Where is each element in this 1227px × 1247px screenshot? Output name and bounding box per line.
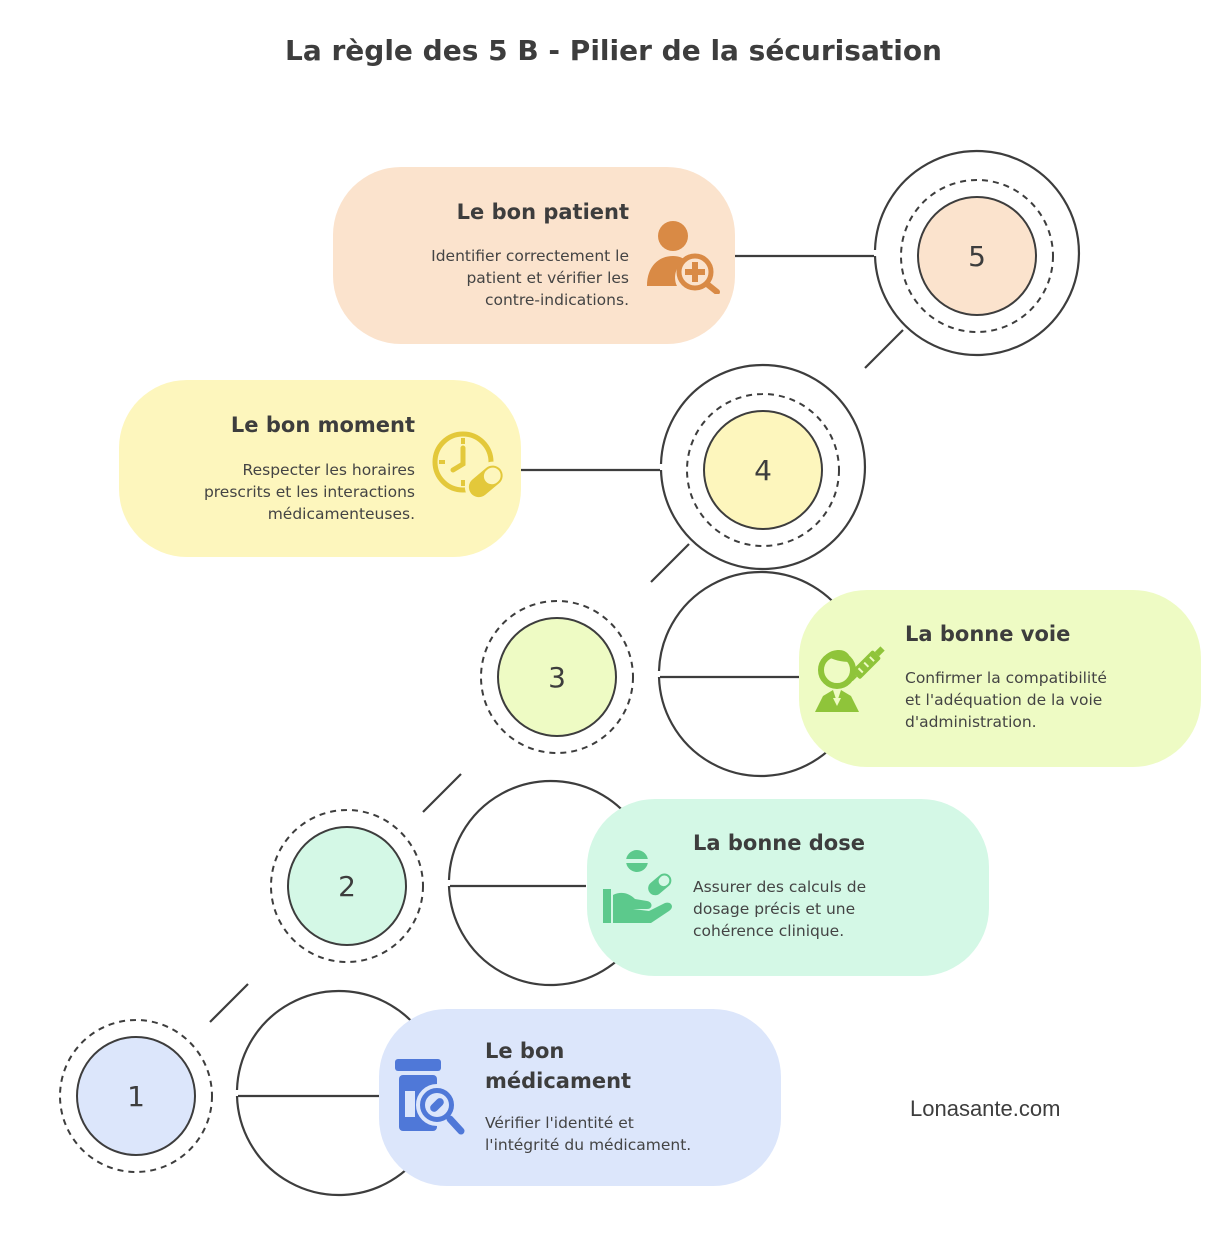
- card-title-1-line2: médicament: [485, 1069, 632, 1093]
- desc-line: cohérence clinique.: [693, 922, 845, 940]
- step-marker-5: 5: [735, 149, 1081, 357]
- desc-line: patient et vérifier les: [466, 269, 629, 287]
- card-step-3: La bonne voie Confirmer la compatibilité…: [799, 590, 1201, 767]
- step-number-3: 3: [548, 661, 566, 694]
- desc-line: Confirmer la compatibilité: [905, 669, 1107, 687]
- person-syringe-icon: [815, 646, 885, 712]
- desc-line: et l'adéquation de la voie: [905, 691, 1103, 709]
- step-number-5: 5: [968, 240, 986, 273]
- card-step-1: Le bon médicament Vérifier l'identité et…: [379, 1009, 781, 1186]
- card-desc-1: Vérifier l'identité et l'intégrité du mé…: [485, 1112, 775, 1156]
- desc-line: Vérifier l'identité et: [485, 1114, 634, 1132]
- step-number-1: 1: [127, 1080, 145, 1113]
- card-title-3: La bonne voie: [905, 622, 1071, 646]
- step-marker-1: 1: [59, 989, 443, 1197]
- card-title-5: Le bon patient: [456, 200, 629, 224]
- card-desc-3: Confirmer la compatibilité et l'adéquati…: [905, 667, 1195, 733]
- hand-pills-icon: [603, 850, 672, 923]
- card-step-4: Le bon moment Respecter les horaires pre…: [119, 380, 521, 557]
- desc-line: dosage précis et une: [693, 900, 856, 918]
- card-step-5: Le bon patient Identifier correctement l…: [333, 167, 735, 344]
- step-marker-3: 3: [480, 570, 865, 778]
- card-desc-2: Assurer des calculs de dosage précis et …: [693, 876, 983, 942]
- desc-line: Assurer des calculs de: [693, 878, 867, 896]
- step-number-4: 4: [754, 454, 772, 487]
- card-title-2: La bonne dose: [693, 831, 865, 855]
- desc-line: Identifier correctement le: [431, 247, 629, 265]
- card-desc-5: Identifier correctement le patient et vé…: [339, 245, 629, 311]
- desc-line: l'intégrité du médicament.: [485, 1136, 692, 1154]
- step-marker-4: 4: [520, 363, 867, 571]
- card-title-1-line1: Le bon: [485, 1039, 565, 1063]
- desc-line: prescrits et les interactions: [203, 483, 415, 501]
- desc-line: médicamenteuses.: [267, 505, 415, 523]
- clock-pill-icon: [432, 431, 507, 502]
- card-step-2: La bonne dose Assurer des calculs de dos…: [587, 799, 989, 976]
- card-title-4: Le bon moment: [230, 413, 415, 437]
- pill-bottle-search-icon: [395, 1059, 465, 1135]
- step-number-2: 2: [338, 870, 356, 903]
- desc-line: Respecter les horaires: [242, 461, 415, 479]
- brand-watermark: Lonasante.com: [910, 1096, 1061, 1121]
- desc-line: contre-indications.: [484, 291, 629, 309]
- card-title-1: Le bon médicament: [485, 1036, 775, 1096]
- desc-line: d'administration.: [905, 713, 1037, 731]
- patient-search-icon: [647, 221, 720, 294]
- page-title: La règle des 5 B - Pilier de la sécurisa…: [285, 34, 942, 67]
- card-desc-4: Respecter les horaires prescrits et les …: [125, 459, 415, 525]
